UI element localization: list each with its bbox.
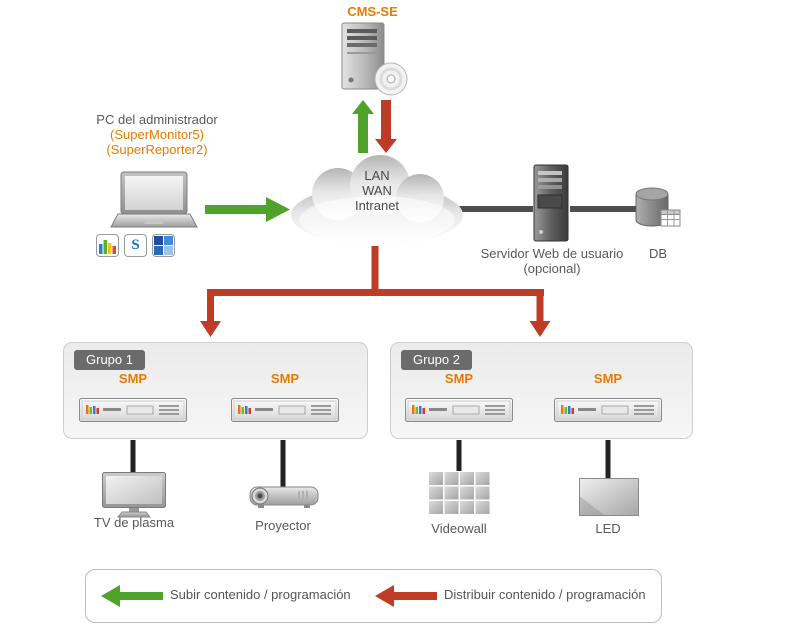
smp-player-icon-2 [231, 398, 339, 422]
cloud-line-wan: WAN [362, 183, 392, 198]
cd-disc-icon [374, 62, 408, 96]
videowall-icon [428, 471, 491, 515]
network-cloud-icon [291, 155, 463, 245]
web-server-caption: Servidor Web de usuario (opcional) [462, 246, 642, 276]
database-icon [635, 187, 681, 227]
group-1-tag: Grupo 1 [74, 350, 145, 370]
smp-player-icon-3 [405, 398, 513, 422]
distribution-tree [200, 246, 551, 337]
cloud-caption: LAN WAN Intranet [288, 168, 466, 213]
display-label-led: LED [595, 521, 621, 536]
supermonitor-label: (SuperMonitor5) [110, 127, 204, 142]
supermonitor-app-icon [96, 234, 119, 257]
admin-pc-caption: PC del administrador (SuperMonitor5) (Su… [68, 112, 246, 157]
display-label-tv: TV de plasma [93, 515, 175, 530]
cloud-line-lan: LAN [364, 168, 390, 183]
distribute-arrow-cms-to-cloud [375, 100, 397, 153]
group-2-box: Grupo 2 [390, 342, 693, 439]
smp-label-4: SMP [593, 371, 623, 386]
upload-arrow-laptop-to-cloud [205, 197, 290, 222]
smp-player-icon-4 [554, 398, 662, 422]
cloud-to-server-line [455, 206, 533, 212]
table-grid-icon [660, 209, 681, 227]
laptop-icon [110, 171, 198, 228]
legend-distribute-label: Distribuir contenido / programación [444, 587, 646, 602]
admin-app-icons: S [96, 234, 175, 257]
player-display-lines [130, 440, 611, 487]
cms-server-icon [341, 22, 408, 96]
legend-upload-arrow [101, 585, 163, 607]
server-to-db-line [570, 206, 640, 212]
legend-distribute-arrow [375, 585, 437, 607]
admin-pc-title: PC del administrador [96, 112, 218, 127]
display-label-projector: Proyector [255, 518, 311, 533]
group-1-box: Grupo 1 [63, 342, 368, 439]
plasma-tv-icon [102, 472, 166, 518]
smp-label-3: SMP [444, 371, 474, 386]
web-server-name: Servidor Web de usuario [480, 246, 624, 261]
display-label-videowall: Videowall [431, 521, 487, 536]
superreporter-label: (SuperReporter2) [106, 142, 208, 157]
smp-label-1: SMP [118, 371, 148, 386]
database-label: DB [648, 246, 668, 261]
legend-upload-label: Subir contenido / programación [170, 587, 351, 602]
projector-icon [249, 486, 319, 508]
legend-box: Subir contenido / programación Distribui… [85, 569, 662, 623]
group-2-tag: Grupo 2 [401, 350, 472, 370]
led-display-icon [579, 478, 639, 516]
cms-se-label: CMS-SE [347, 4, 398, 19]
s-app-icon: S [124, 234, 147, 257]
smp-label-2: SMP [270, 371, 300, 386]
upload-arrow-cloud-to-cms [352, 100, 374, 153]
smp-player-icon-1 [79, 398, 187, 422]
cloud-line-intranet: Intranet [354, 198, 400, 213]
web-server-note: (opcional) [523, 261, 581, 276]
web-server-icon [533, 164, 569, 242]
windows-app-icon [152, 234, 175, 257]
